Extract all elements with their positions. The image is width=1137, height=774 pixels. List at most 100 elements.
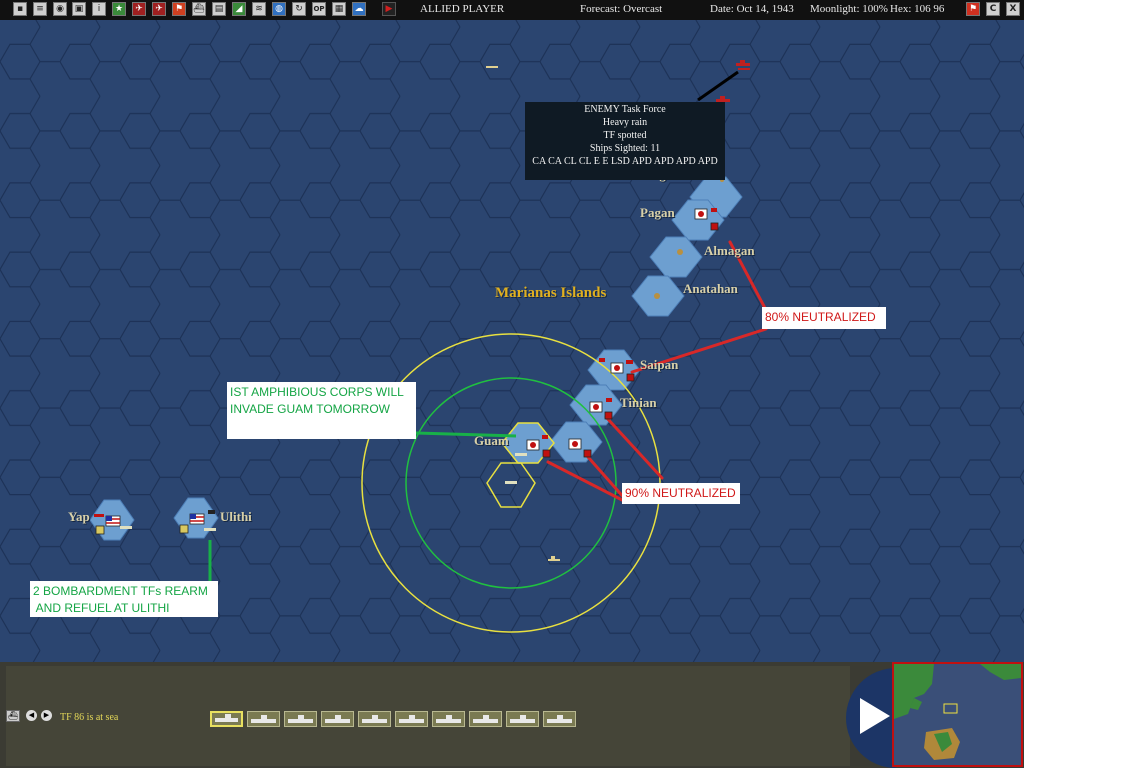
weather-icon[interactable]: ☁ bbox=[352, 2, 366, 16]
aircraft-icon[interactable]: ✈ bbox=[132, 2, 146, 16]
red-arrows bbox=[546, 240, 768, 504]
ship-silhouette-icon bbox=[436, 719, 461, 723]
flag-icon[interactable]: ⚑ bbox=[172, 2, 186, 16]
flag-icon[interactable]: ⚑ bbox=[966, 2, 980, 16]
ship-class-tab[interactable] bbox=[469, 711, 502, 727]
ship-superstructure bbox=[335, 715, 341, 719]
place-tinian: Tinian bbox=[620, 395, 657, 410]
ship-superstructure bbox=[298, 715, 304, 719]
place-anatahan: Anatahan bbox=[683, 281, 738, 296]
ship-silhouette-icon bbox=[288, 719, 313, 723]
neutral-ship[interactable] bbox=[548, 556, 560, 561]
info-icon[interactable]: ≡ bbox=[33, 2, 47, 16]
neutralized-callout-north: 80% NEUTRALIZED bbox=[762, 307, 886, 329]
minimap-land bbox=[894, 664, 934, 719]
ship-class-tab[interactable] bbox=[506, 711, 539, 727]
ship-superstructure bbox=[483, 715, 489, 719]
compass-globe bbox=[846, 662, 896, 768]
ship-silhouette-icon bbox=[399, 719, 424, 723]
ship-icon[interactable]: ⛴ bbox=[6, 710, 20, 722]
place-saipan: Saipan bbox=[640, 357, 679, 372]
game-window: ▪ ≡ ◉ ▣ i ★ ✈ ✈ ⚑ ⛴ ▤ ◢ ≋ ◍ ↻ OP ▦ ☁ ▶ A… bbox=[0, 0, 1024, 768]
c-button[interactable]: C bbox=[986, 2, 1000, 16]
end-turn-icon[interactable]: ▶ bbox=[382, 2, 396, 16]
ship-class-tab[interactable] bbox=[543, 711, 576, 727]
tooltip-ships: CA CA CL CL E E LSD APD APD APD APD bbox=[532, 156, 718, 167]
enemy-ship[interactable] bbox=[716, 96, 730, 102]
ship-silhouette-icon bbox=[547, 719, 572, 723]
tf-status: TF 86 is at sea bbox=[60, 712, 119, 723]
map-canvas[interactable] bbox=[0, 20, 1024, 662]
ship-class-tab[interactable] bbox=[247, 711, 280, 727]
us-base-yap[interactable] bbox=[94, 514, 132, 535]
turn-icon[interactable]: ▣ bbox=[72, 2, 86, 16]
ship-superstructure bbox=[409, 715, 415, 719]
tooltip-weather: Heavy rain bbox=[602, 117, 648, 128]
ship-class-tab[interactable] bbox=[432, 711, 465, 727]
japanese-base-saipan[interactable] bbox=[599, 358, 635, 382]
amphibious-callout: IST AMPHIBIOUS CORPS WILL INVADE GUAM TO… bbox=[227, 382, 416, 439]
op-button[interactable]: OP bbox=[312, 2, 326, 16]
aircraft-icon[interactable]: ✈ bbox=[152, 2, 166, 16]
place-guam: Guam bbox=[474, 433, 509, 448]
ship-class-tab[interactable] bbox=[284, 711, 317, 727]
ship-class-tab[interactable] bbox=[321, 711, 354, 727]
place-ulithi: Ulithi bbox=[220, 509, 252, 524]
tooltip-title: ENEMY Task Force bbox=[584, 104, 666, 115]
ship-class-tab[interactable] bbox=[395, 711, 428, 727]
ship-silhouette-icon bbox=[510, 719, 535, 723]
minimap-viewport[interactable] bbox=[943, 703, 958, 714]
ship-superstructure bbox=[446, 715, 452, 719]
ship-superstructure bbox=[372, 715, 378, 719]
amphibious-line-2: INVADE GUAM TOMORROW bbox=[230, 402, 391, 416]
japanese-base-pagan[interactable] bbox=[694, 208, 719, 231]
refresh-icon[interactable]: ↻ bbox=[292, 2, 306, 16]
globe-icon[interactable]: ◍ bbox=[272, 2, 286, 16]
star-icon[interactable]: ★ bbox=[112, 2, 126, 16]
place-alamagan: Almagan bbox=[704, 243, 755, 258]
unit-info-icon[interactable]: i bbox=[92, 2, 106, 16]
japanese-base-tinian[interactable] bbox=[589, 398, 613, 420]
ship-superstructure bbox=[520, 715, 526, 719]
ship-silhouette-icon bbox=[325, 719, 350, 723]
report-icon[interactable]: ▦ bbox=[332, 2, 346, 16]
green-arrow-guam bbox=[415, 431, 517, 438]
enemy-ship[interactable] bbox=[736, 60, 750, 70]
ship-superstructure bbox=[261, 715, 267, 719]
intel-icon[interactable]: ◉ bbox=[53, 2, 67, 16]
us-base-ulithi[interactable] bbox=[179, 510, 216, 534]
neutral-ship[interactable] bbox=[486, 66, 498, 68]
next-arrow-icon[interactable]: ▶ bbox=[41, 710, 52, 721]
ships-icon[interactable]: ⛴ bbox=[192, 2, 206, 16]
ship-class-tab[interactable] bbox=[210, 711, 243, 727]
player-label: ALLIED PLAYER bbox=[420, 3, 505, 15]
ship-silhouette-icon bbox=[215, 718, 238, 722]
ship-icon[interactable] bbox=[505, 481, 517, 484]
moonlight-label: Moonlight: 100% bbox=[810, 3, 888, 15]
date-label: Date: Oct 14, 1943 bbox=[710, 3, 794, 15]
japanese-base-guam[interactable] bbox=[515, 435, 551, 458]
fleet-icon[interactable]: ≋ bbox=[252, 2, 266, 16]
hex-grid bbox=[0, 20, 1024, 662]
top-toolbar: ▪ ≡ ◉ ▣ i ★ ✈ ✈ ⚑ ⛴ ▤ ◢ ≋ ◍ ↻ OP ▦ ☁ ▶ A… bbox=[0, 0, 1024, 20]
save-icon[interactable]: ▪ bbox=[13, 2, 27, 16]
place-pagan: Pagan bbox=[640, 205, 675, 220]
japanese-base-rota[interactable] bbox=[568, 438, 592, 458]
prev-arrow-icon[interactable]: ◀ bbox=[26, 710, 37, 721]
range-circle-inner bbox=[405, 377, 617, 589]
ship-superstructure bbox=[225, 714, 231, 718]
minimap[interactable] bbox=[892, 662, 1023, 767]
amphibious-line-1: IST AMPHIBIOUS CORPS WILL bbox=[230, 385, 404, 399]
enemy-tf-pointer bbox=[697, 70, 739, 102]
hex-label: Hex: 106 96 bbox=[890, 3, 945, 15]
guam-hex-highlight bbox=[501, 422, 555, 464]
close-button[interactable]: X bbox=[1006, 2, 1020, 16]
chart-icon[interactable]: ◢ bbox=[232, 2, 246, 16]
land-icon[interactable]: ▤ bbox=[212, 2, 226, 16]
bombardment-line-2: AND REFUEL AT ULITHI bbox=[33, 601, 170, 615]
forecast-label: Forecast: Overcast bbox=[580, 3, 663, 15]
ship-class-tab[interactable] bbox=[358, 711, 391, 727]
bombardment-line-1: 2 BOMBARDMENT TFs REARM bbox=[33, 584, 208, 598]
region-label: Marianas Islands bbox=[495, 285, 607, 301]
hex-map[interactable]: Agrihan Pagan Almagan Anatahan Saipan Ti… bbox=[0, 20, 1024, 662]
